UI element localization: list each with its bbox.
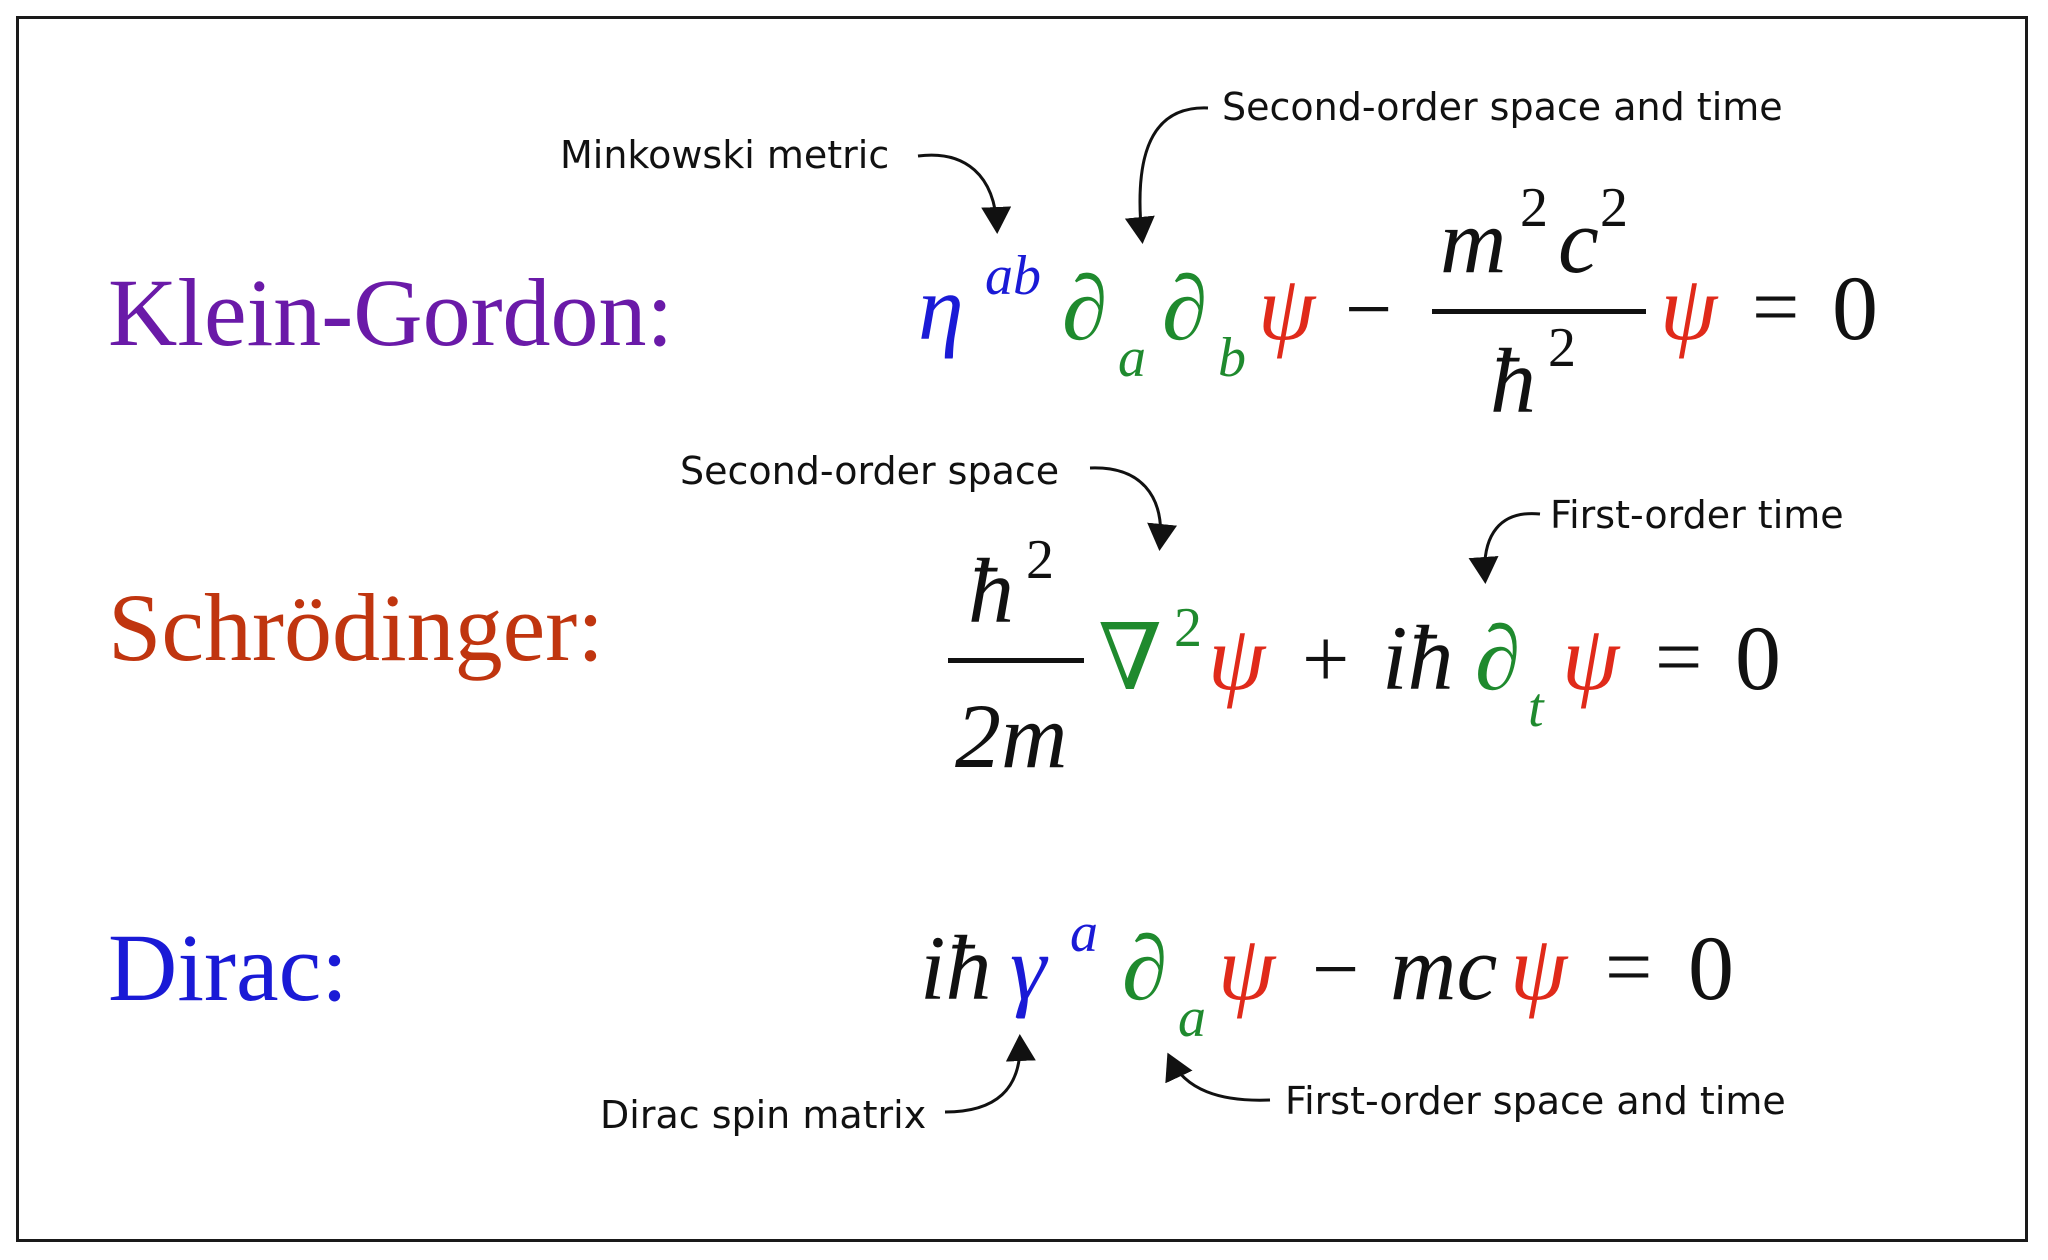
partial-a-symbol: ∂ bbox=[1122, 917, 1168, 1019]
gamma-symbol: γ bbox=[1010, 917, 1047, 1019]
i-hbar: iħ bbox=[1382, 607, 1454, 709]
partial-b-symbol: ∂ bbox=[1162, 257, 1208, 359]
equals-sign: = bbox=[1752, 261, 1800, 354]
dirac-spin-matrix-arrow bbox=[944, 1034, 1036, 1114]
first-order-space-time-annotation: First-order space and time bbox=[1285, 1079, 1786, 1123]
zero: 0 bbox=[1832, 257, 1878, 359]
first-order-time-arrow bbox=[1468, 512, 1541, 584]
hbar-exponent: 2 bbox=[1026, 529, 1054, 591]
speed-of-light-exponent: 2 bbox=[1600, 177, 1628, 239]
psi-symbol: ψ bbox=[1218, 917, 1276, 1019]
nabla-symbol: ∇ bbox=[1098, 607, 1163, 709]
first-order-space-time-arrow bbox=[1165, 1052, 1271, 1102]
mc-term: mc bbox=[1390, 917, 1498, 1019]
dirac-label: Dirac: bbox=[108, 914, 348, 1021]
partial-t-subscript: t bbox=[1528, 677, 1544, 739]
equals-sign: = bbox=[1655, 611, 1703, 704]
psi-symbol: ψ bbox=[1510, 917, 1568, 1019]
speed-of-light-symbol: c bbox=[1558, 190, 1599, 292]
figure-border bbox=[16, 16, 2028, 1242]
eta-superscript: ab bbox=[985, 245, 1041, 307]
eta-symbol: η bbox=[918, 257, 964, 359]
minus-sign: − bbox=[1345, 263, 1393, 356]
dirac-spin-matrix-annotation: Dirac spin matrix bbox=[600, 1093, 927, 1137]
partial-b-subscript: b bbox=[1218, 327, 1246, 389]
partial-a-subscript: a bbox=[1178, 987, 1206, 1049]
partial-a-subscript: a bbox=[1118, 327, 1146, 389]
two-m-denominator: 2m bbox=[955, 685, 1068, 787]
psi-symbol: ψ bbox=[1660, 257, 1718, 359]
psi-symbol: ψ bbox=[1562, 607, 1620, 709]
second-order-space-time-arrow bbox=[1124, 106, 1209, 244]
psi-symbol: ψ bbox=[1258, 257, 1316, 359]
plus-sign: + bbox=[1302, 613, 1350, 706]
fraction-bar bbox=[948, 658, 1084, 663]
klein-gordon-label: Klein-Gordon: bbox=[108, 259, 674, 366]
equals-sign: = bbox=[1605, 921, 1653, 1014]
second-order-space-arrow bbox=[1089, 466, 1178, 551]
schrodinger-label: Schrödinger: bbox=[108, 574, 604, 681]
fraction-bar bbox=[1432, 309, 1646, 314]
second-order-space-annotation: Second-order space bbox=[680, 449, 1060, 493]
minkowski-metric-annotation: Minkowski metric bbox=[560, 133, 890, 177]
hbar-symbol: ħ bbox=[1490, 330, 1536, 432]
mass-exponent: 2 bbox=[1520, 177, 1548, 239]
minkowski-arrow bbox=[917, 153, 1012, 234]
gamma-superscript: a bbox=[1070, 902, 1098, 964]
mass-symbol: m bbox=[1440, 190, 1507, 292]
zero: 0 bbox=[1688, 917, 1734, 1019]
minus-sign: − bbox=[1312, 923, 1360, 1016]
nabla-exponent: 2 bbox=[1174, 597, 1202, 659]
psi-symbol: ψ bbox=[1208, 607, 1266, 709]
partial-a-symbol: ∂ bbox=[1062, 257, 1108, 359]
hbar-exponent: 2 bbox=[1548, 317, 1576, 379]
second-order-space-time-annotation: Second-order space and time bbox=[1222, 85, 1783, 129]
hbar-symbol: ħ bbox=[968, 540, 1014, 642]
i-hbar: iħ bbox=[920, 917, 992, 1019]
first-order-time-annotation: First-order time bbox=[1550, 493, 1844, 537]
partial-t-symbol: ∂ bbox=[1475, 607, 1521, 709]
zero: 0 bbox=[1735, 607, 1781, 709]
